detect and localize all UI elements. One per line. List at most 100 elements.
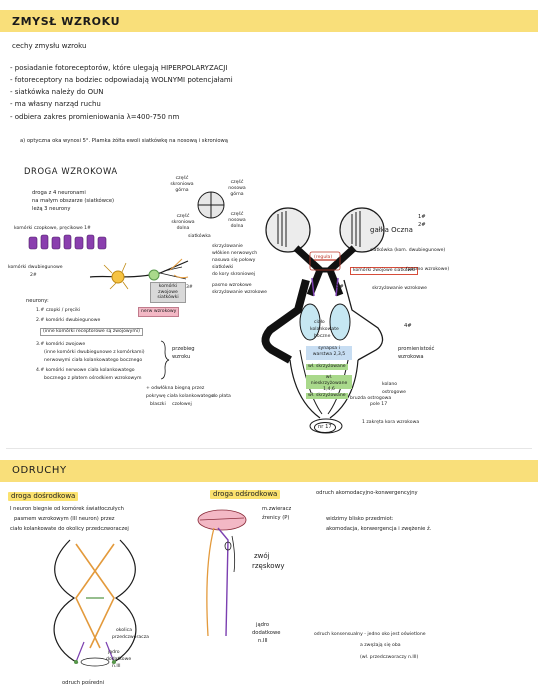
corneal-text-1: odruch konsensualny - jedno oko jest ośw… (314, 632, 426, 637)
pathway-side-label-2: wzroku (172, 354, 191, 360)
cortex-note: 1 zakręta kora wzrokowa (362, 420, 420, 425)
retina-quadrant-drawing (197, 191, 225, 219)
chiasm-note-4: siatkówki (212, 265, 234, 270)
optic-note-5: czołowej (172, 402, 192, 407)
optic-note-2: pokrywę ciała kolankowatego (146, 394, 214, 399)
cortex-label-2: ostrogowe (382, 390, 406, 395)
pretectal-2: przedczworacza (112, 635, 149, 640)
muscle-label-2: źrenicy (P) (262, 515, 290, 521)
neuron-item: (inne komórki receptorowe są zwojowymi) (40, 328, 143, 336)
left-nucleus-2: dodatkowe (106, 657, 132, 662)
eyeball-label: gałka Oczna (370, 226, 413, 234)
corneal-text-2: a zwężają się oba (360, 643, 401, 648)
afferent-pathway-drawing (53, 539, 137, 667)
ganglion-num: 3# (186, 285, 193, 290)
section-title-vision: ZMYSŁ WZROKU (12, 15, 121, 28)
tract-note-2: skrzyżowanie wzrokowe (212, 290, 267, 295)
feature-item: - posiadanie fotoreceptorów, które ulega… (10, 64, 228, 72)
nucleus-label-3: n.III (258, 638, 268, 644)
radiation-label-1: promienistość (398, 346, 435, 352)
afferent-text-3: ciało kolankowate do okolicy przedczwora… (10, 526, 129, 532)
retina-right: siatkówka (kom. dwubiegunowe) (370, 248, 446, 253)
neuron-intro-2: na małym obszarze (siatkówce) (32, 198, 115, 204)
area-num: nr 17 (314, 422, 336, 433)
left-nucleus-3: n.III (112, 664, 121, 669)
chiasm-right: skrzyżowanie wzrokowe (372, 286, 427, 291)
section-banner-reflexes: ODRUCHY (0, 460, 538, 482)
lgn-layer: wł. nieskrzyżowane 1,4,6 (306, 375, 352, 392)
eyeball-num-2: 2# (418, 222, 426, 228)
optic-note-3: do płata (212, 394, 231, 399)
nucleus-label-2: dodatkowe (252, 630, 281, 636)
neuron-item: 3.# komórki zwojowe (36, 342, 86, 347)
neuron-chain-drawing (89, 258, 189, 290)
muscle-label-1: m.zwieracz (262, 506, 292, 512)
feature-item: - fotoreceptory na bodziec odpowiadają W… (10, 76, 233, 84)
photoreceptor-label: komórki czopkowe, pręcikowe 1# (14, 226, 91, 231)
lgn-layer: wł. skrzyżowane (306, 364, 348, 370)
cortex-label: kolano (382, 382, 398, 387)
section-divider (6, 448, 532, 449)
chiasm-note-3: nasuwa się połowy (212, 258, 256, 263)
neuron-item: (inne komórki dwubiegunowe z komórkami) (44, 350, 145, 355)
neuron-intro-3: leżą 3 neurony (32, 206, 71, 212)
quadrant-label-bl: część skroniowa dolna (171, 214, 195, 231)
chiasm-note-2: włókien nerwowych (212, 251, 258, 256)
neuron-item: 1.# czopki / pręciki (36, 308, 81, 313)
visual-pathway-drawing (261, 207, 385, 434)
hemi-label: (reguła) (314, 255, 333, 260)
tract-note-1: pasmo wzrokowe (212, 283, 252, 288)
features-heading: cechy zmysłu wzroku (12, 42, 87, 50)
consensual-label: odruch pośredni (62, 680, 105, 686)
feature-item: - ma własny narząd ruchu (10, 100, 101, 108)
lgn-layer: synapsa i warstwa 2,3,5 (306, 346, 352, 360)
ciliary-ganglion-1: zwój (254, 552, 270, 560)
afferent-text-2: pasmem wzrokowym (III neuron) przez (14, 516, 115, 522)
lgn-label-3: boczne (314, 334, 331, 339)
pathway-title: DROGA WZROKOWA (24, 166, 118, 176)
bipolar-label: komórki dwubiegunowe (8, 265, 63, 270)
pathway-side-label: przebieg (172, 346, 195, 352)
num4-label: 4# (404, 323, 412, 329)
brace (160, 340, 170, 380)
corneal-text-3: (wł. przedczworaczy n.III) (360, 655, 419, 660)
optic-note-1: + odwłókna biegną przez (146, 386, 205, 391)
ganglion-box-label: komórki zwojowe siatkówki (157, 284, 179, 301)
num3-label: 3# (336, 284, 344, 290)
section-banner-vision: ZMYSŁ WZROKU (0, 10, 538, 32)
radiation-label-2: wzrokowa (398, 354, 424, 360)
ciliary-ganglion-2: rzęskowy (252, 562, 285, 570)
afferent-text-1: I neuron biegnie od komórek światłoczuły… (10, 506, 124, 512)
accom-text-2: akomodacja, konwergencja i zwężenie ź. (326, 526, 432, 532)
quadrant-label-tl: część skroniowa górna (170, 176, 194, 193)
eyeball-num: 1# (418, 214, 426, 220)
optic-note-4: blaszki (150, 402, 166, 407)
neuron-intro-1: droga z 4 neuronami (32, 190, 86, 196)
section-title-reflexes: ODRUCHY (12, 465, 67, 476)
photoreceptor-row-drawing (28, 234, 107, 250)
afferent-title: droga dośrodkowa (8, 492, 79, 501)
left-nucleus-1: jądro (108, 650, 120, 655)
chiasm-note-5: do kory skroniowej (212, 272, 256, 277)
optics-note: a) optyczna oka wynosi 5°. Plamka żółta … (20, 138, 228, 144)
accom-text-1: widzimy blisko przedmiot: (326, 516, 394, 522)
neuron-item: bocznego z płatem ośrodkiem wzrokowym (44, 376, 142, 381)
feature-item: - odbiera zakres promieniowania λ=400-75… (10, 113, 180, 121)
optic-nerve-box-label: nerw wzrokowy (141, 309, 177, 314)
efferent-pathway-drawing (197, 509, 247, 637)
quadrant-label-br: część nosowa dolna (228, 212, 246, 229)
tract-right: (pasmo wzrokowe) (406, 267, 450, 272)
lgn-layer: wł. skrzyżowane (306, 393, 348, 399)
lgn-label-1: ciało (314, 320, 325, 325)
efferent-title: droga odśrodkowa (210, 490, 281, 499)
neuron-item: nerwowymi ciała kolankowatego bocznego (44, 358, 143, 363)
retina-word: siatkówka (188, 234, 211, 239)
quadrant-label-tr: część nosowa górna (228, 180, 246, 197)
accom-title: odruch akomodacyjno-konwergencyjny (316, 490, 418, 496)
optic-nerve-box: nerw wzrokowy (138, 307, 180, 317)
visual-cortex-label: bruzda ostrogowa (350, 396, 392, 401)
ganglion-right: komórki zwojowe siatkówki (350, 267, 419, 275)
ganglion-box: komórki zwojowe siatkówki (150, 282, 186, 304)
neuron-item: 4.# komórki nerwowe ciała kolankowatego (36, 368, 135, 373)
lgn-label-2: kolankowate (310, 327, 339, 332)
